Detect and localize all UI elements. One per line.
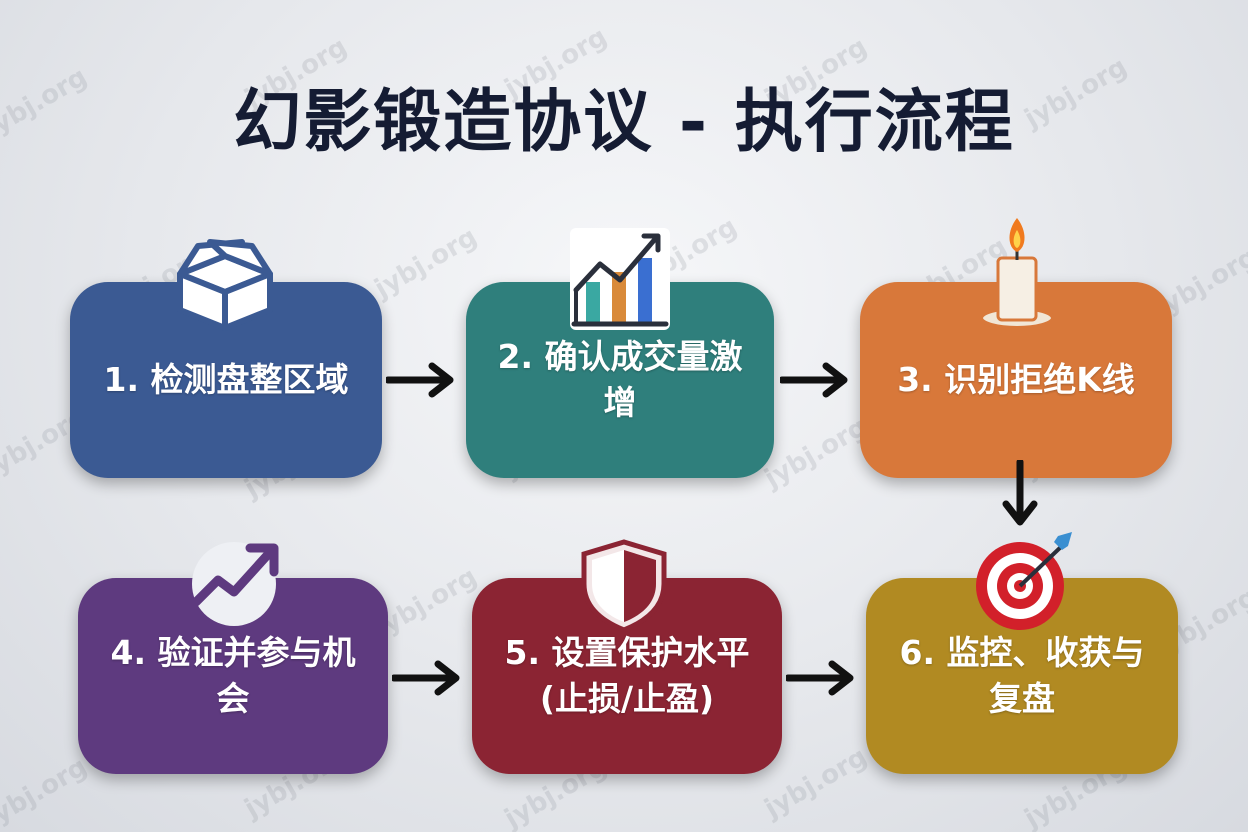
page-title: 幻影锻造协议 - 执行流程 <box>233 83 1015 162</box>
arrow-4-to-5 <box>392 660 460 696</box>
watermark-text: jybj.org <box>759 412 872 495</box>
trend-up-icon <box>191 542 279 626</box>
arrow-5-to-6 <box>786 660 854 696</box>
box-icon <box>177 239 273 331</box>
watermark-text: jybj.org <box>0 752 92 832</box>
arrow-2-to-3 <box>780 362 848 398</box>
arrow-1-to-2 <box>386 362 454 398</box>
step-2-label: 2. 确认成交量激增 <box>497 337 743 422</box>
step-6-label: 6. 监控、收获与复盘 <box>899 633 1145 718</box>
watermark-text: jybj.org <box>369 222 482 305</box>
step-3-label: 3. 识别拒绝K线 <box>897 360 1135 399</box>
shield-icon <box>581 539 667 632</box>
step-5-label: 5. 设置保护水平 (止损/止盈) <box>504 633 750 718</box>
step-4-label: 4. 验证并参与机会 <box>110 633 356 718</box>
target-icon <box>976 532 1072 630</box>
bar-chart-icon <box>570 228 670 330</box>
candle-icon <box>979 218 1055 330</box>
step-1-label: 1. 检测盘整区域 <box>103 360 349 399</box>
arrow-3-to-6 <box>1002 460 1038 526</box>
